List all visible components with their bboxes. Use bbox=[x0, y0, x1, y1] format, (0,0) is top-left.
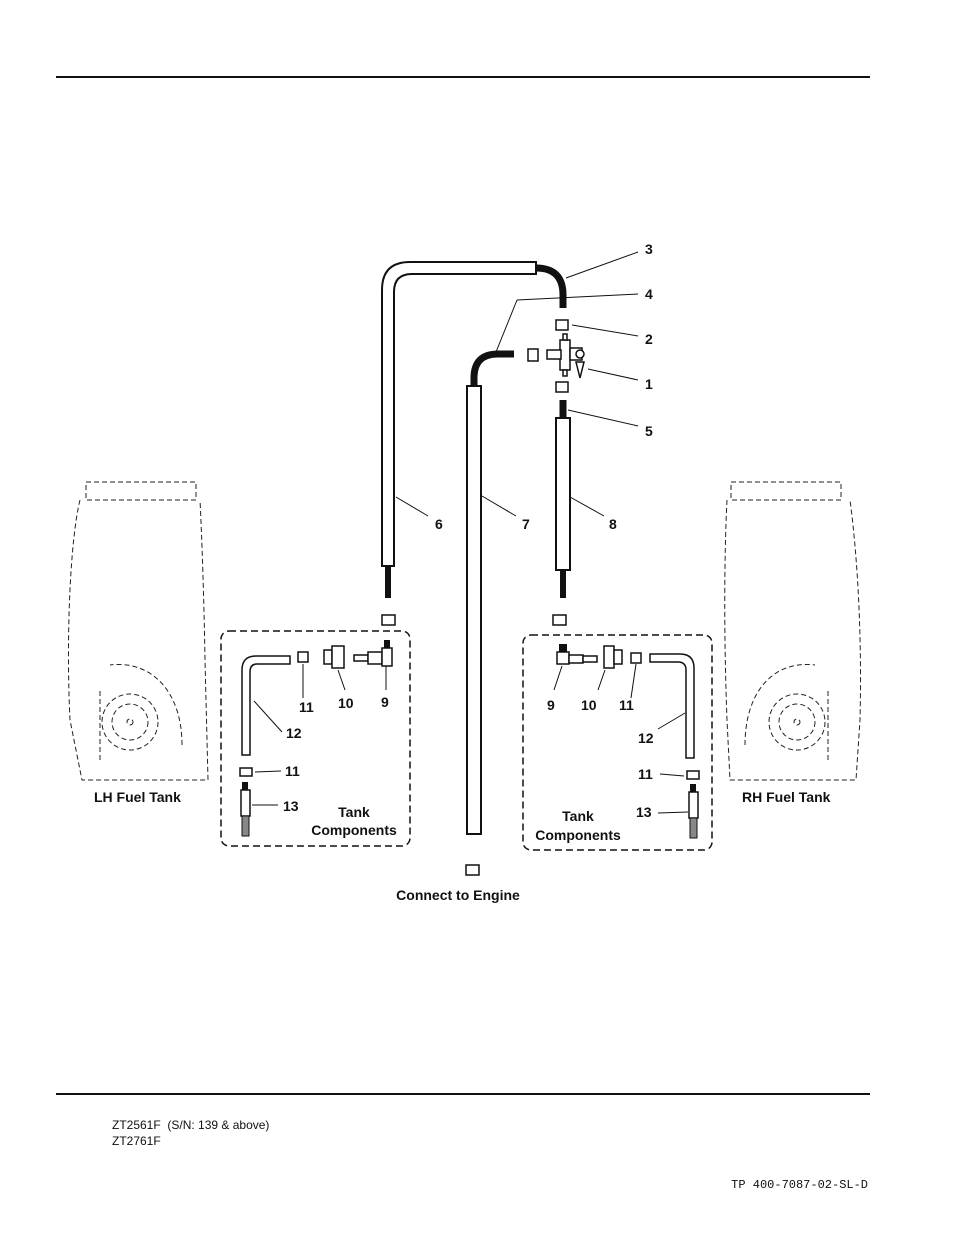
part-label-10-rh: 10 bbox=[581, 697, 597, 713]
part-label-6: 6 bbox=[435, 516, 443, 532]
part-label-11-rh-b: 11 bbox=[638, 766, 653, 782]
hose-6 bbox=[381, 261, 567, 598]
hose-7 bbox=[466, 350, 514, 835]
part-label-1: 1 bbox=[645, 376, 653, 392]
lh-tank-components bbox=[220, 630, 411, 847]
model-line-2: ZT2761F bbox=[112, 1134, 161, 1148]
part-label-11-lh-a: 11 bbox=[299, 699, 314, 715]
part-label-12-rh: 12 bbox=[638, 730, 654, 746]
part-label-2: 2 bbox=[645, 331, 653, 347]
caption-connect-to-engine: Connect to Engine bbox=[396, 887, 520, 903]
model-line-1: ZT2561F (S/N: 139 & above) bbox=[112, 1118, 270, 1132]
part-label-12-lh: 12 bbox=[286, 725, 302, 741]
part-label-13-rh: 13 bbox=[636, 804, 652, 820]
lh-fuel-tank bbox=[67, 481, 209, 781]
caption-lh-tank-components-1: Tank bbox=[338, 804, 370, 820]
line-clamps bbox=[381, 614, 567, 876]
hose-8 bbox=[555, 400, 571, 598]
caption-lh-fuel-tank: LH Fuel Tank bbox=[94, 789, 181, 805]
part-label-11-lh-b: 11 bbox=[285, 763, 300, 779]
caption-lh-tank-components-2: Components bbox=[311, 822, 397, 838]
document-number: TP 400-7087-02-SL-D bbox=[731, 1178, 868, 1192]
part-label-11-rh-a: 11 bbox=[619, 697, 634, 713]
part-label-5: 5 bbox=[645, 423, 653, 439]
part-label-13-lh: 13 bbox=[283, 798, 299, 814]
caption-rh-tank-components-2: Components bbox=[535, 827, 621, 843]
part-label-8: 8 bbox=[609, 516, 617, 532]
leader-lines bbox=[252, 251, 689, 814]
caption-rh-tank-components-1: Tank bbox=[562, 808, 594, 824]
part-label-3: 3 bbox=[645, 241, 653, 257]
rh-fuel-tank bbox=[724, 481, 861, 781]
part-label-9-rh: 9 bbox=[547, 697, 555, 713]
rh-tank-components bbox=[522, 634, 713, 851]
top-rule bbox=[56, 76, 870, 78]
bottom-rule bbox=[56, 1093, 870, 1095]
model-list: ZT2561F (S/N: 139 & above) ZT2761F bbox=[112, 1117, 269, 1149]
shutoff-valve-1 bbox=[527, 319, 585, 393]
part-label-7: 7 bbox=[522, 516, 530, 532]
part-labels: 1 2 3 4 5 6 7 8 9 10 11 12 11 13 9 10 11… bbox=[283, 241, 654, 820]
part-label-9-lh: 9 bbox=[381, 694, 389, 710]
part-label-4: 4 bbox=[645, 286, 653, 302]
part-label-10-lh: 10 bbox=[338, 695, 354, 711]
captions: LH Fuel Tank RH Fuel Tank Tank Component… bbox=[94, 789, 831, 903]
caption-rh-fuel-tank: RH Fuel Tank bbox=[742, 789, 831, 805]
